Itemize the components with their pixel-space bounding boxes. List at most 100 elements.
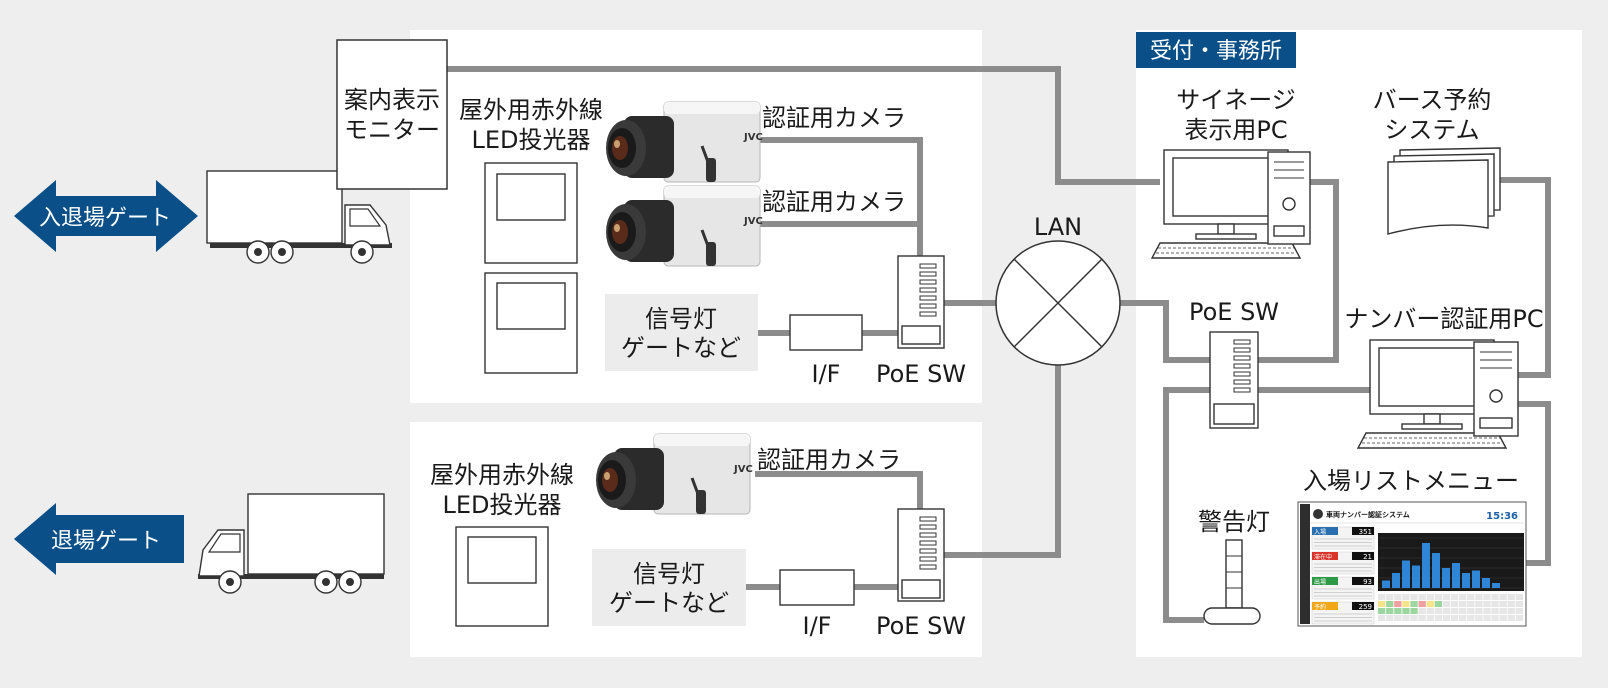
screen-table-cell xyxy=(1483,615,1491,621)
screen-table-cell xyxy=(1515,601,1523,607)
screen-bar xyxy=(1482,578,1490,588)
poe-port-led xyxy=(919,548,937,554)
screen-table-cell xyxy=(1426,608,1434,614)
poe-port-led xyxy=(1233,387,1251,393)
screen-stat-value: 21 xyxy=(1363,553,1372,561)
bottom-poe-switch xyxy=(897,508,945,602)
warning-light-label: 警告灯 xyxy=(1198,508,1270,536)
screen-time: 15:36 xyxy=(1486,511,1518,522)
screen-bar xyxy=(1442,568,1450,588)
poe-port-led xyxy=(1233,379,1251,385)
screen-table-cell xyxy=(1442,594,1451,600)
screen-table-cell xyxy=(1442,601,1451,607)
screen-table xyxy=(1378,594,1523,621)
screen-table-cell xyxy=(1475,594,1483,600)
svg-text:JVC: JVC xyxy=(743,132,763,143)
screen-table-cell xyxy=(1483,608,1491,614)
truck-top-icon xyxy=(206,170,392,264)
screen-bar xyxy=(1432,553,1440,588)
bottom-ir-illuminator xyxy=(455,526,549,627)
screen-table-cell xyxy=(1426,601,1434,607)
wiring xyxy=(447,66,1551,623)
office-title: 受付・事務所 xyxy=(1150,39,1282,64)
screen-stat-value-bg xyxy=(1352,577,1374,585)
screen-table-cell xyxy=(1394,594,1402,600)
screen-table-cell xyxy=(1483,594,1491,600)
screen-table-cell xyxy=(1507,594,1515,600)
screen-table-cell xyxy=(1499,601,1507,607)
poe-port-led xyxy=(919,516,937,522)
screen-table-cell xyxy=(1442,608,1451,614)
screen-table-cell xyxy=(1418,615,1426,621)
screen-table-cell xyxy=(1499,615,1507,621)
screen-bar xyxy=(1392,573,1400,588)
poe-port-led xyxy=(919,263,937,269)
screen-table-cell xyxy=(1450,608,1459,614)
bottom-if-label: I/F xyxy=(803,612,832,640)
screen-table-cell xyxy=(1418,608,1426,614)
svg-text:JVC: JVC xyxy=(743,216,763,227)
screen-table-cell xyxy=(1491,594,1499,600)
screen-bar xyxy=(1382,580,1390,588)
screen-bar xyxy=(1492,583,1500,588)
top-signal-label-line2: ゲートなど xyxy=(621,334,741,362)
screen-table-cell xyxy=(1402,601,1410,607)
screen-bar xyxy=(1402,560,1410,588)
screen-table-cell xyxy=(1426,615,1434,621)
screen-table-cell xyxy=(1467,608,1475,614)
screen-table-cell xyxy=(1378,615,1386,621)
screen-table-cell xyxy=(1459,601,1467,607)
poe-port-led xyxy=(1233,363,1251,369)
entry-exit-gate-arrow: 入退場ゲート xyxy=(14,180,198,252)
top-camera-1-label: 認証用カメラ xyxy=(762,104,906,132)
office-poe-label: PoE SW xyxy=(1189,298,1279,326)
screen-table-cell xyxy=(1450,601,1459,607)
poe-port-led xyxy=(919,540,937,546)
screen-table-cell xyxy=(1507,608,1515,614)
bottom-signal-box xyxy=(592,549,746,626)
screen-table-cell xyxy=(1402,615,1410,621)
screen-stat-label: 出場 xyxy=(1314,578,1326,586)
top-camera-2-icon: JVC xyxy=(606,185,763,267)
screen-table-cell xyxy=(1475,608,1483,614)
poe-port-led xyxy=(1233,371,1251,377)
signage-pc-icon xyxy=(1150,149,1311,259)
screen-stat-color xyxy=(1312,577,1338,585)
screen-table-cell xyxy=(1386,608,1394,614)
screen-table-cell xyxy=(1410,615,1418,621)
screen-stat-value-bg xyxy=(1352,602,1374,610)
entry-exit-gate-label: 入退場ゲート xyxy=(39,206,171,231)
lan-hub xyxy=(995,240,1121,366)
monitor-label-line2: モニター xyxy=(344,116,440,144)
screen-table-cell xyxy=(1450,615,1459,621)
screen-stat-label: 入場 xyxy=(1314,528,1326,536)
screen-table-cell xyxy=(1418,594,1426,600)
poe-port-led xyxy=(919,271,937,277)
screen-table-cell xyxy=(1475,615,1483,621)
bottom-poe-label: PoE SW xyxy=(876,612,966,640)
screen-table-cell xyxy=(1459,615,1467,621)
poe-port-led xyxy=(919,311,937,317)
poe-port-led xyxy=(1233,347,1251,353)
screen-table-cell xyxy=(1378,601,1386,607)
screen-table-cell xyxy=(1515,615,1523,621)
warning-light-icon xyxy=(1203,539,1261,625)
screen-table-cell xyxy=(1491,608,1499,614)
screen-table-cell xyxy=(1483,601,1491,607)
bottom-signal-label-line2: ゲートなど xyxy=(609,589,729,617)
screen-stat-value: 93 xyxy=(1363,578,1372,586)
screen-bar xyxy=(1422,543,1430,588)
screen-table-cell xyxy=(1394,615,1402,621)
berth-label-line2: システム xyxy=(1384,116,1479,144)
top-ir-illuminator-1 xyxy=(484,162,578,264)
screen-stat-label: 予約 xyxy=(1314,603,1326,611)
screen-table-cell xyxy=(1499,608,1507,614)
top-if-box xyxy=(789,314,863,351)
top-signal-label-line1: 信号灯 xyxy=(645,305,717,333)
document-stack-icon xyxy=(1387,147,1501,235)
signage-pc-label-line2: 表示用PC xyxy=(1184,116,1287,144)
screen-table-cell xyxy=(1434,615,1442,621)
screen-table-cell xyxy=(1378,594,1386,600)
screen-table-cell xyxy=(1434,601,1442,607)
